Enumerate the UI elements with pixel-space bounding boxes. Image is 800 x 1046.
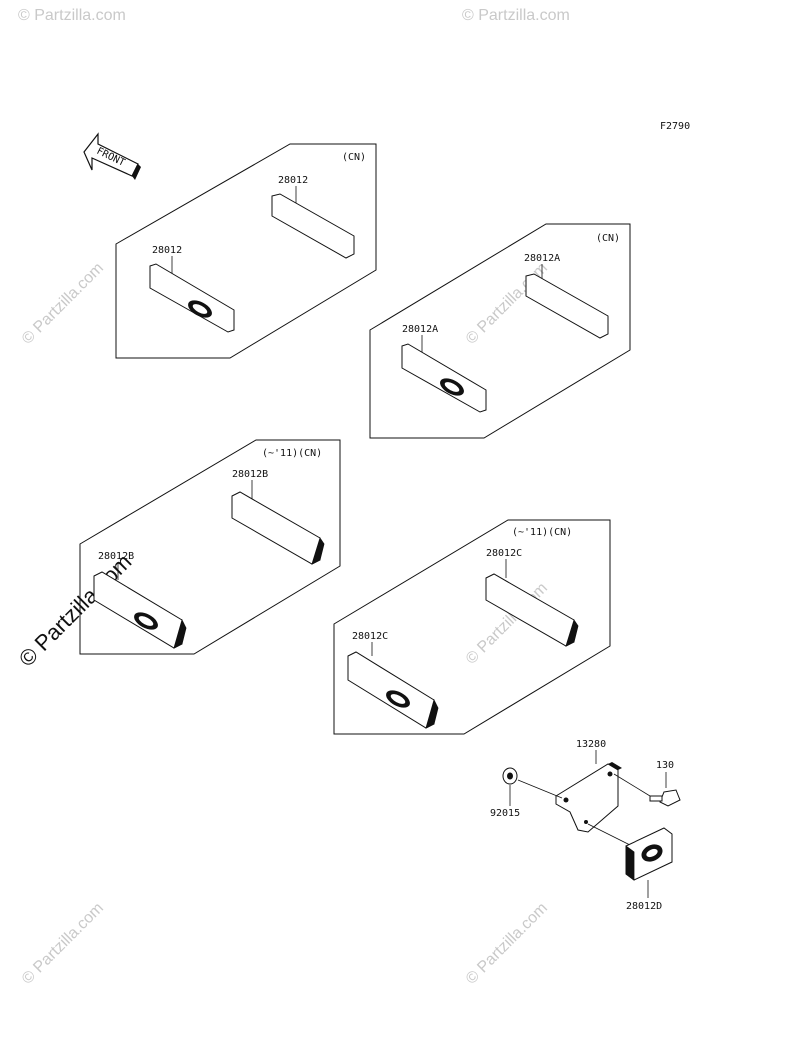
group-2: (CN) 28012A 28012A [369,223,631,439]
part-number: 130 [656,760,674,771]
group-note: (~'11)(CN) [512,527,572,538]
group-note: (~'11)(CN) [262,448,322,459]
group-4: (~'11)(CN) 28012C 28012C [333,519,611,735]
part-number: 28012A [524,253,560,264]
watermark: © Partzilla.com [18,7,126,24]
reflector-28012 [149,263,235,333]
part-number: 28012 [278,175,308,186]
reflector-28012b [93,571,183,649]
part-number: 28012B [98,551,134,562]
watermark: © Partzilla.com [19,900,107,988]
watermark: © Partzilla.com [463,260,551,348]
part-number: 28012C [486,548,522,559]
group-frame [369,223,631,439]
watermark: © Partzilla.com [463,900,551,988]
group-frame [333,519,611,735]
part-number: 28012C [352,631,388,642]
reflector-28012b [231,491,321,565]
reflector-28012a [525,273,609,339]
front-arrow: FRONT [83,132,141,180]
nut-92015 [502,767,518,785]
reflector-emblem [188,300,212,318]
group-3: (~'11)(CN) 28012B 28012B [79,439,341,655]
part-number: 28012A [402,324,438,335]
part-number: 28012D [626,901,662,912]
group-1: (CN) 28012 28012 [115,143,377,359]
group-note: (CN) [342,152,366,163]
watermark: © Partzilla.com [19,260,107,348]
figure-code: F2790 [660,121,690,132]
group-note: (CN) [596,233,620,244]
reflector-28012a [401,343,487,413]
bracket-13280 [555,763,619,833]
reflector-28012d [625,827,673,881]
group-frame [115,143,377,359]
reflector-emblem [134,612,158,630]
reflector-emblem [440,378,464,396]
reflector-28012c [347,651,435,729]
group-frame [79,439,341,655]
part-number: 92015 [490,808,520,819]
part-number: 13280 [576,739,606,750]
reflector-28012 [271,193,355,259]
part-number: 28012 [152,245,182,256]
part-number: 28012B [232,469,268,480]
reflector-emblem [386,690,410,708]
watermark: © Partzilla.com [462,7,570,24]
bracket-assembly: 13280 130 92015 28012D [490,739,681,912]
bolt-130 [649,789,681,807]
